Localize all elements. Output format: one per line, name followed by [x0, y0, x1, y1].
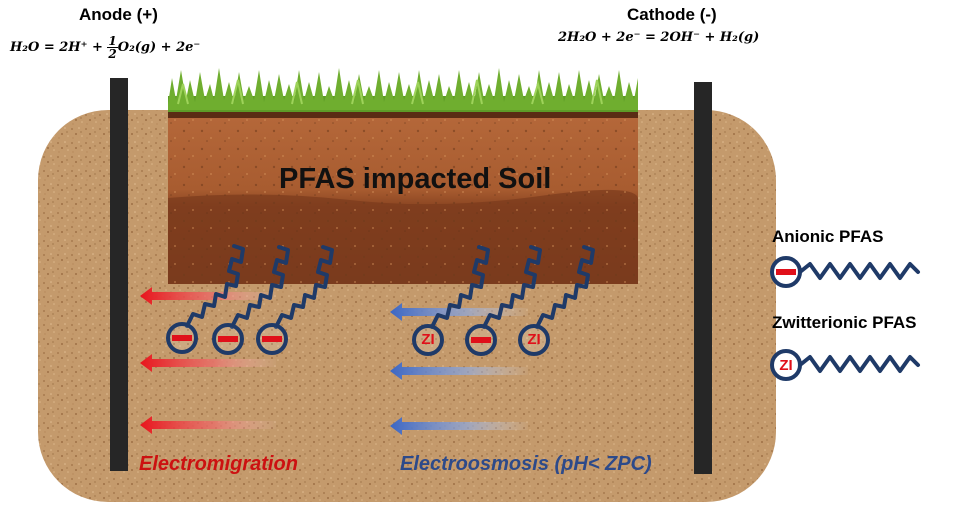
legend-zi-symbol: ZI — [779, 357, 793, 374]
electroosmosis-arrow — [390, 303, 528, 321]
electromigration-label: Electromigration — [139, 453, 298, 475]
electromigration-arrow — [140, 416, 276, 434]
electromigration-arrow — [140, 287, 276, 305]
zwitterionic-pfas-molecule — [518, 245, 595, 356]
cathode-title: Cathode (-) — [627, 5, 717, 24]
electroosmosis-arrow — [390, 417, 528, 435]
anionic-pfas-molecule — [166, 244, 245, 354]
anionic-pfas-molecule — [212, 245, 290, 355]
anionic-pfas-molecule — [256, 245, 334, 355]
zi-label: ZI — [421, 331, 435, 348]
electroosmosis-arrow — [390, 362, 528, 380]
legend-zwitterionic-label: Zwitterionic PFAS — [772, 313, 917, 332]
electroosmosis-label: Electroosmosis (pH< ZPC) — [400, 453, 652, 475]
pfas-soil-block — [168, 110, 639, 284]
zwitterionic-pfas-molecule — [412, 245, 490, 356]
cathode-electrode — [694, 82, 712, 474]
electromigration-arrow — [140, 354, 276, 372]
anode-title: Anode (+) — [79, 5, 158, 24]
legend-zwitterionic-molecule — [770, 349, 920, 381]
soil-label: PFAS impacted Soil — [279, 163, 552, 195]
fraction-denominator: 2 — [108, 47, 117, 61]
zi-label: ZI — [527, 331, 541, 348]
pfas-molecules — [166, 244, 595, 356]
electromigration-arrows — [140, 287, 276, 434]
anionic-pfas-molecule — [465, 245, 542, 356]
legend-anionic-label: Anionic PFAS — [772, 227, 884, 246]
legend-anionic-molecule — [770, 256, 920, 288]
anode-electrode — [110, 78, 128, 471]
grass — [168, 68, 638, 112]
anode-equation-left: H₂O = 2H⁺ + — [10, 40, 108, 55]
electroosmosis-arrows — [390, 303, 528, 435]
cathode-equation: 2H₂O + 2e⁻ = 2OH⁻ + H₂(g) — [558, 30, 760, 45]
anode-equation-right: O₂(g) + 2e⁻ — [117, 40, 201, 55]
fraction-numerator: 1 — [107, 34, 118, 48]
